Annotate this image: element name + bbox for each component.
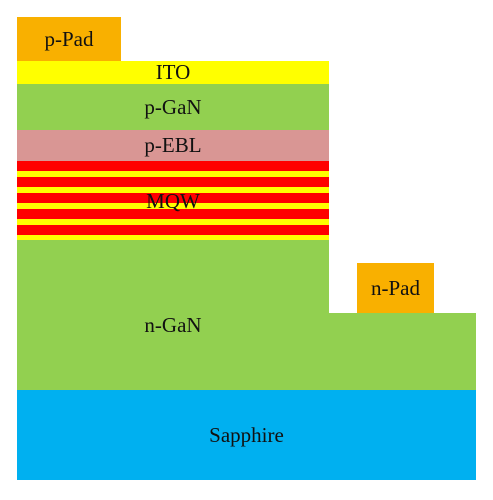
mqw-well [17,209,329,219]
n-gan-layer [17,240,329,390]
p-ebl-label: p-EBL [144,133,202,157]
p-pad: p-Pad [17,17,121,61]
n-gan-step [329,313,476,390]
mqw-layer: MQW [17,161,329,240]
p-gan-layer: p-GaN [17,84,329,130]
sapphire-label: Sapphire [209,422,284,447]
n-gan-label: n-GaN [144,312,202,337]
mqw-well [17,161,329,171]
n-pad-label: n-Pad [371,275,420,300]
mqw-well [17,225,329,235]
mqw-label: MQW [146,188,200,213]
p-pad-label: p-Pad [44,26,94,51]
p-gan-label: p-GaN [144,94,202,119]
mqw-well [17,177,329,187]
n-pad: n-Pad [357,263,434,313]
ito-label: ITO [155,60,191,84]
mqw-well [17,193,329,203]
ito-layer: ITO [17,60,329,84]
p-ebl-layer: p-EBL [17,130,329,161]
sapphire-layer: Sapphire [17,390,476,480]
